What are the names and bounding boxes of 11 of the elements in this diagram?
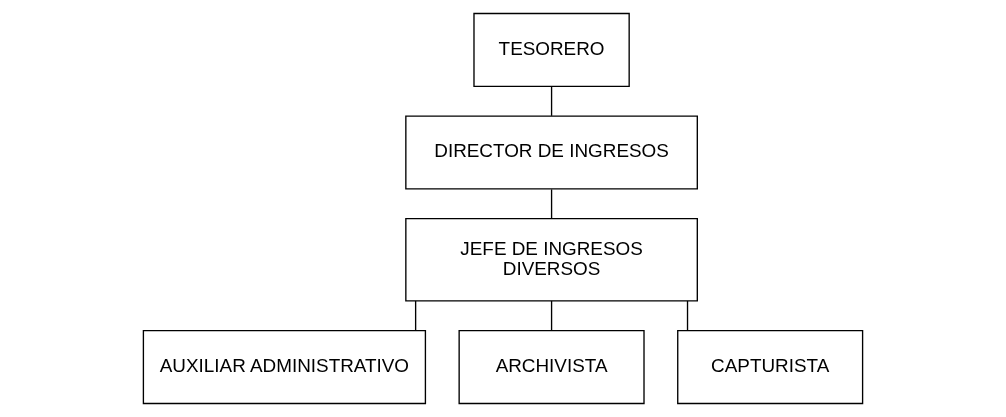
node-box: ARCHIVISTA [458,329,645,405]
connector [686,300,689,332]
connector [550,300,553,332]
connector [550,85,553,117]
node-box: CAPTURISTA [677,329,864,405]
node-box: AUXILIAR ADMINISTRATIVO [142,329,427,405]
connector [414,300,417,332]
node-box: DIRECTOR DE INGRESOS [405,115,698,190]
node-box: JEFE DE INGRESOS DIVERSOS [405,217,698,302]
connector [550,188,553,220]
node-box: TESORERO [473,12,630,88]
